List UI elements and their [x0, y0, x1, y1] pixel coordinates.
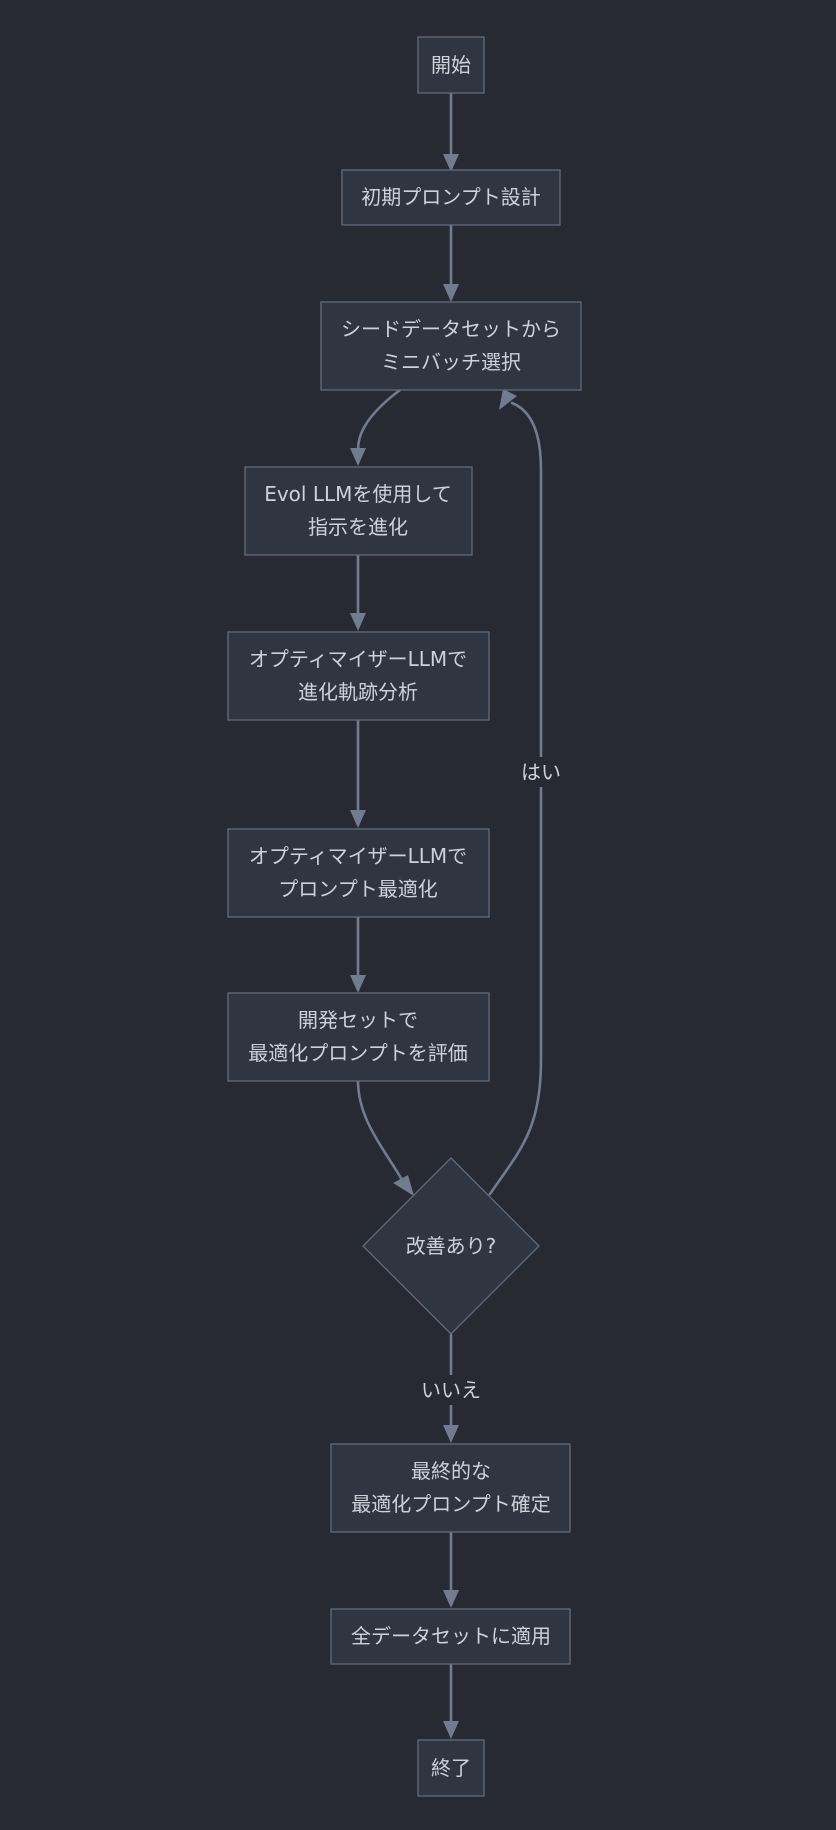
- node-start: 開始: [417, 36, 485, 94]
- svg-text:開発セットで: 開発セットで: [298, 1008, 418, 1032]
- node-initial-prompt-design: 初期プロンプト設計: [341, 169, 561, 226]
- svg-text:プロンプト最適化: プロンプト最適化: [278, 877, 437, 901]
- svg-text:最適化プロンプトを評価: 最適化プロンプトを評価: [248, 1041, 467, 1065]
- edge-initial-to-minibatch: [443, 223, 459, 302]
- svg-text:オプティマイザーLLMで: オプティマイザーLLMで: [249, 844, 467, 868]
- svg-text:開始: 開始: [431, 53, 471, 77]
- node-evaluate-prompt: 開発セットで 最適化プロンプトを評価: [227, 992, 490, 1082]
- node-finalize-prompt: 最終的な 最適化プロンプト確定: [330, 1443, 571, 1533]
- svg-text:シードデータセットから: シードデータセットから: [341, 317, 561, 341]
- node-improvement-decision: 改善あり?: [362, 1157, 540, 1335]
- svg-text:改善あり?: 改善あり?: [406, 1234, 497, 1258]
- svg-text:最終的な: 最終的な: [411, 1459, 491, 1483]
- svg-text:オプティマイザーLLMで: オプティマイザーLLMで: [249, 647, 467, 671]
- svg-text:進化軌跡分析: 進化軌跡分析: [298, 680, 418, 704]
- edge-label-no: いいえ: [414, 1375, 488, 1405]
- node-minibatch-selection: シードデータセットから ミニバッチ選択: [320, 301, 582, 391]
- node-end: 終了: [417, 1739, 485, 1797]
- svg-text:ミニバッチ選択: ミニバッチ選択: [381, 350, 521, 374]
- node-optimize-prompt: オプティマイザーLLMで プロンプト最適化: [227, 828, 490, 918]
- edge-start-to-initial: [443, 91, 459, 172]
- edge-apply-to-end: [443, 1662, 459, 1739]
- svg-text:Evol LLMを使用して: Evol LLMを使用して: [264, 482, 452, 506]
- node-evolve-instructions: Evol LLMを使用して 指示を進化: [244, 466, 473, 556]
- edge-analyze-to-optimize: [350, 718, 366, 828]
- edge-finalize-to-apply: [443, 1530, 459, 1608]
- svg-text:初期プロンプト設計: 初期プロンプト設計: [361, 185, 540, 209]
- svg-text:いいえ: いいえ: [421, 1378, 481, 1402]
- edge-minibatch-to-evolve: [350, 388, 402, 466]
- node-analyze-trajectory: オプティマイザーLLMで 進化軌跡分析: [227, 631, 490, 721]
- svg-text:指示を進化: 指示を進化: [308, 515, 408, 539]
- edge-label-yes: はい: [518, 757, 564, 787]
- svg-text:最適化プロンプト確定: 最適化プロンプト確定: [351, 1492, 550, 1516]
- edge-decision-yes-to-minibatch: [488, 389, 543, 1196]
- node-apply-to-dataset: 全データセットに適用: [330, 1608, 571, 1665]
- edge-evolve-to-analyze: [350, 553, 366, 631]
- svg-text:全データセットに適用: 全データセットに適用: [351, 1624, 551, 1648]
- svg-text:はい: はい: [521, 760, 561, 784]
- svg-text:終了: 終了: [431, 1756, 471, 1780]
- edge-evaluate-to-decision: [356, 1079, 414, 1196]
- edge-optimize-to-evaluate: [350, 915, 366, 993]
